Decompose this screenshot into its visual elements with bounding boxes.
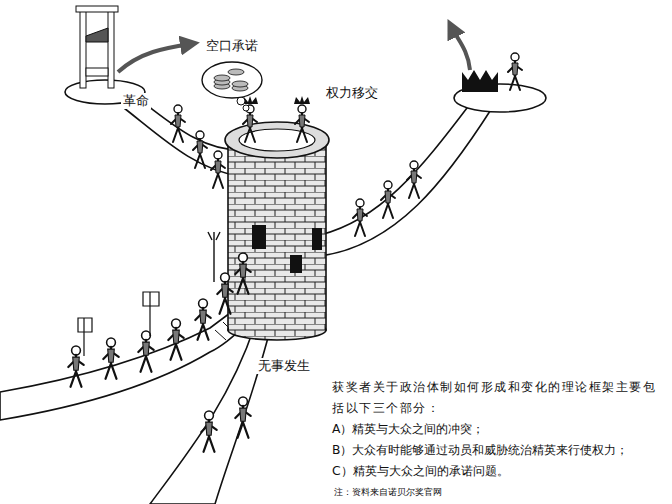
path-label: 权力移交 xyxy=(324,85,380,101)
thought-bubble xyxy=(202,62,262,111)
path-label: 无事发生 xyxy=(256,358,312,374)
guillotine xyxy=(65,6,190,104)
crowd xyxy=(68,105,421,452)
source-note: 注：资料来自诺贝尔奖官网 xyxy=(332,487,444,498)
path-label: 革命 xyxy=(121,93,151,109)
tower xyxy=(225,96,329,340)
note-text: B）大众有时能够通过动员和威胁统治精英来行使权力； xyxy=(332,440,670,461)
crown-platform xyxy=(452,28,546,112)
note-text: A）精英与大众之间的冲突； xyxy=(332,419,668,440)
bubble-label: 空口承诺 xyxy=(204,38,260,54)
note-text: C）精英与大众之间的承诺问题。 xyxy=(332,461,668,482)
note-text: 获奖者关于政治体制如何形成和变化的理论框架主要包括以下三个部分： xyxy=(332,377,668,419)
